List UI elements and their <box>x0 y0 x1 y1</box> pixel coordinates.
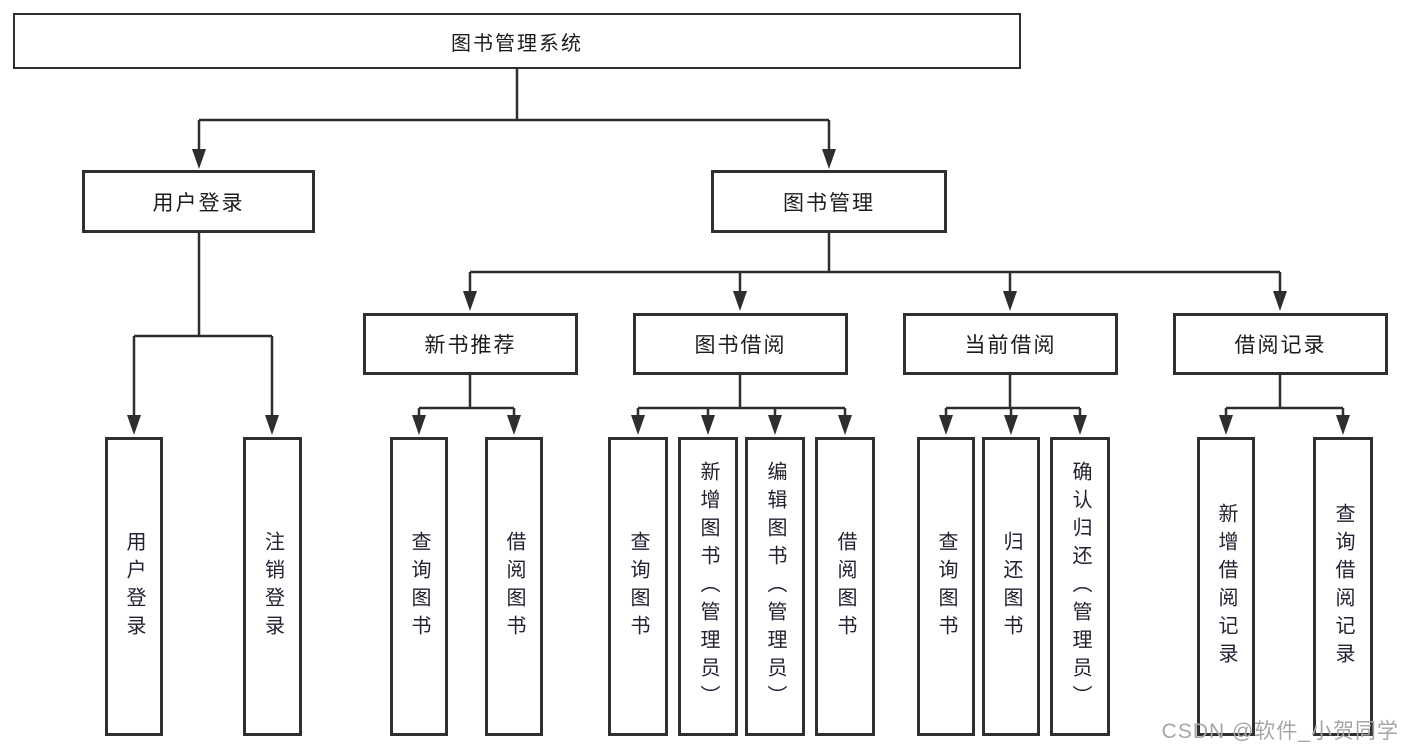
arrow-down-icon <box>701 415 715 435</box>
leaf-bb-edit-books-label: 编辑图书（管理员） <box>764 460 786 713</box>
arrow-down-icon <box>507 415 521 435</box>
leaf-logout-label: 注销登录 <box>261 530 284 643</box>
arrow-down-icon <box>1003 291 1017 311</box>
node-new-book-recommend-label: 新书推荐 <box>424 334 517 357</box>
arrow-down-icon <box>939 415 953 435</box>
node-book-management: 图书管理 <box>711 170 947 233</box>
leaf-user-login: 用户登录 <box>105 437 163 736</box>
leaf-br-query-record-label: 查询借阅记录 <box>1332 502 1354 671</box>
arrow-down-icon <box>265 415 279 435</box>
node-user-login-label: 用户登录 <box>152 191 245 215</box>
arrow-down-icon <box>822 149 836 169</box>
node-root-label: 图书管理系统 <box>451 32 583 55</box>
arrow-down-icon <box>1073 415 1087 435</box>
arrow-down-icon <box>127 415 141 435</box>
leaf-bb-borrow-books: 借阅图书 <box>815 437 875 736</box>
leaf-nbr-borrow-books-label: 借阅图书 <box>503 530 525 643</box>
node-new-book-recommend: 新书推荐 <box>363 313 578 375</box>
node-root: 图书管理系统 <box>13 13 1021 69</box>
leaf-cb-return-books: 归还图书 <box>982 437 1040 736</box>
leaf-nbr-query-books-label: 查询图书 <box>408 530 430 643</box>
leaf-br-query-record: 查询借阅记录 <box>1313 437 1373 736</box>
leaf-bb-add-books: 新增图书（管理员） <box>678 437 738 736</box>
node-book-borrow-label: 图书借阅 <box>694 334 787 357</box>
node-borrow-records-label: 借阅记录 <box>1234 334 1327 357</box>
tree-edges <box>132 69 1345 418</box>
arrow-down-icon <box>1219 415 1233 435</box>
leaf-logout: 注销登录 <box>243 437 302 736</box>
leaf-cb-query-books: 查询图书 <box>917 437 975 736</box>
arrow-down-icon <box>412 415 426 435</box>
node-user-login: 用户登录 <box>82 170 315 233</box>
leaf-bb-borrow-books-label: 借阅图书 <box>834 530 856 643</box>
arrowheads <box>127 149 1350 435</box>
leaf-user-login-label: 用户登录 <box>123 530 145 643</box>
arrow-down-icon <box>768 415 782 435</box>
arrow-down-icon <box>463 291 477 311</box>
arrow-down-icon <box>733 291 747 311</box>
leaf-cb-confirm-return-label: 确认归还（管理员） <box>1069 460 1091 713</box>
arrow-down-icon <box>192 149 206 169</box>
leaf-nbr-query-books: 查询图书 <box>390 437 448 736</box>
node-book-management-label: 图书管理 <box>783 191 875 215</box>
leaf-br-add-record-label: 新增借阅记录 <box>1215 502 1237 671</box>
leaf-br-add-record: 新增借阅记录 <box>1197 437 1255 736</box>
leaf-cb-return-books-label: 归还图书 <box>1000 530 1022 643</box>
arrow-down-icon <box>631 415 645 435</box>
leaf-bb-query-books: 查询图书 <box>608 437 668 736</box>
node-current-borrow-label: 当前借阅 <box>964 334 1057 357</box>
leaf-cb-confirm-return: 确认归还（管理员） <box>1050 437 1110 736</box>
leaf-bb-edit-books: 编辑图书（管理员） <box>745 437 805 736</box>
node-borrow-records: 借阅记录 <box>1173 313 1388 375</box>
leaf-bb-query-books-label: 查询图书 <box>627 530 649 643</box>
node-book-borrow: 图书借阅 <box>633 313 848 375</box>
arrow-down-icon <box>1336 415 1350 435</box>
arrow-down-icon <box>1004 415 1018 435</box>
arrow-down-icon <box>838 415 852 435</box>
node-current-borrow: 当前借阅 <box>903 313 1118 375</box>
arrow-down-icon <box>1273 291 1287 311</box>
csdn-watermark: CSDN @软件_小贺同学 <box>1161 720 1399 743</box>
leaf-cb-query-books-label: 查询图书 <box>935 530 957 643</box>
leaf-bb-add-books-label: 新增图书（管理员） <box>697 460 719 713</box>
leaf-nbr-borrow-books: 借阅图书 <box>485 437 543 736</box>
